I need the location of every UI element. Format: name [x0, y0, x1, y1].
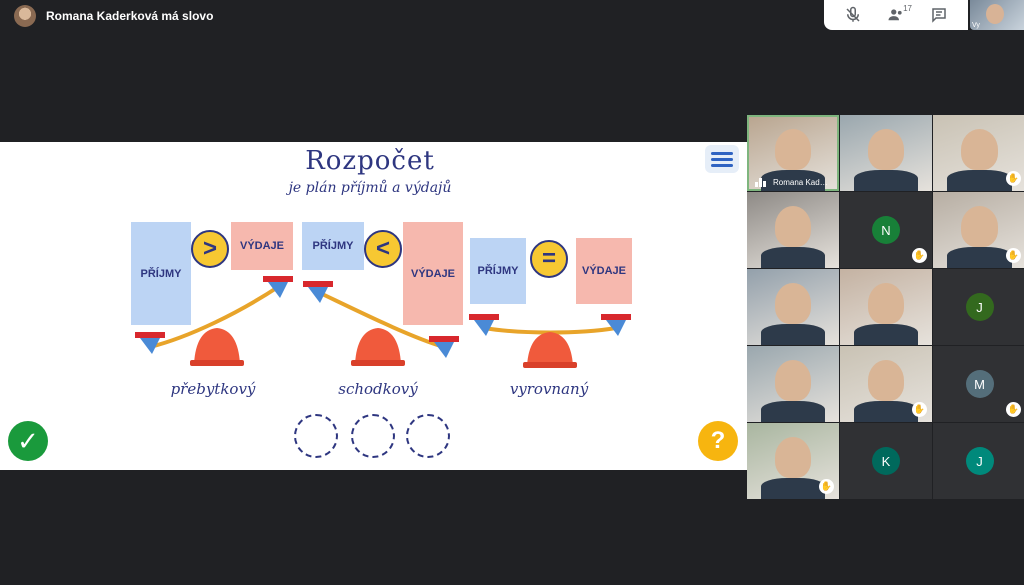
scale2-income-label: PŘÍJMY [312, 240, 354, 252]
self-view[interactable]: Vy [970, 0, 1024, 30]
participant-video [960, 128, 999, 171]
participant-tile[interactable] [747, 192, 839, 268]
participant-avatar: J [965, 293, 994, 321]
chat-icon [931, 8, 946, 23]
self-face [986, 4, 1004, 24]
participant-tile[interactable]: J [933, 423, 1024, 499]
participant-video [867, 282, 905, 325]
participant-video [774, 436, 812, 479]
scales-illustration [135, 276, 631, 368]
scale1-income-label: PŘÍJMY [140, 267, 182, 280]
answer-slot-3[interactable] [406, 414, 450, 458]
check-answer-button[interactable]: ✓ [8, 421, 48, 461]
participant-video [774, 282, 812, 325]
self-label: Vy [972, 22, 980, 29]
scale3-label: vyrovnaný [509, 380, 589, 398]
participant-body [946, 246, 1013, 268]
scale1-income-box[interactable]: PŘÍJMY [131, 222, 191, 325]
participant-name: Romana Kad… [773, 178, 828, 187]
scale2-beam [303, 281, 459, 366]
participant-avatar: N [872, 216, 900, 244]
scale1-beam [135, 276, 293, 366]
participant-body [853, 400, 919, 422]
active-speaker-bar: Romana Kaderková má slovo [14, 4, 213, 28]
participant-tile[interactable]: ✋ [933, 192, 1024, 268]
scale1-expense-box[interactable]: VÝDAJE [231, 222, 293, 270]
mic-off-button[interactable] [841, 3, 865, 27]
answer-slot-1[interactable] [294, 414, 338, 458]
people-icon [888, 9, 902, 21]
participant-body [946, 169, 1013, 191]
participant-tile[interactable] [747, 269, 839, 345]
participant-count: 17 [903, 4, 912, 13]
participant-tile[interactable] [840, 269, 932, 345]
chat-button[interactable] [927, 3, 951, 27]
scale2-operator[interactable]: < [364, 230, 402, 268]
participant-body [760, 477, 826, 499]
scale2-income-box[interactable]: PŘÍJMY [302, 222, 364, 270]
mic-off-icon [846, 6, 860, 22]
raised-hand-icon: ✋ [819, 479, 834, 494]
participant-body [760, 169, 826, 191]
help-button[interactable]: ? [698, 421, 738, 461]
scale3-expense-label: VÝDAJE [581, 265, 627, 277]
participant-avatar: J [965, 447, 994, 475]
scale1-expense-label: VÝDAJE [239, 240, 285, 252]
scale2-expense-box[interactable]: VÝDAJE [403, 222, 463, 325]
participant-body [853, 169, 919, 191]
top-controls: 17 [824, 0, 968, 30]
participant-tile[interactable]: ✋ [933, 115, 1024, 191]
participant-tile[interactable]: M✋ [933, 346, 1024, 422]
participant-body [760, 246, 826, 268]
presentation-stage: Rozpočet je plán příjmů a výdajů PŘÍJMY … [0, 142, 747, 470]
scale1-operator[interactable]: > [191, 230, 229, 268]
scale3-operator[interactable]: = [530, 240, 568, 278]
participants-button[interactable]: 17 [884, 3, 912, 27]
scale3-income-box[interactable]: PŘÍJMY [470, 238, 526, 304]
participant-video [867, 359, 905, 402]
participant-body [760, 323, 826, 345]
scale1-label: přebytkový [170, 380, 256, 398]
participant-tile[interactable]: ✋ [840, 346, 932, 422]
participant-tile[interactable]: ✋ [747, 423, 839, 499]
participant-video [960, 205, 999, 248]
scale2-expense-label: VÝDAJE [410, 267, 456, 280]
raised-hand-icon: ✋ [1006, 171, 1021, 186]
answer-slot-2[interactable] [351, 414, 395, 458]
participant-video [774, 128, 812, 171]
slide-title: Rozpočet [305, 146, 435, 176]
participant-tile[interactable] [747, 346, 839, 422]
slide-subtitle: je plán příjmů a výdajů [288, 180, 452, 196]
speaker-avatar [14, 5, 36, 27]
participant-body [760, 400, 826, 422]
raised-hand-icon: ✋ [1006, 402, 1021, 417]
speaking-indicator-icon [755, 177, 767, 187]
participant-video [867, 128, 905, 171]
active-speaker-label: Romana Kaderková má slovo [46, 9, 214, 23]
participant-tile[interactable]: J [933, 269, 1024, 345]
participant-tile[interactable] [840, 115, 932, 191]
scale3-beam [469, 314, 631, 368]
scale3-expense-box[interactable]: VÝDAJE [576, 238, 632, 304]
slide-menu-button[interactable] [705, 145, 739, 173]
scale2-label: schodkový [338, 380, 418, 398]
participant-avatar: K [872, 447, 900, 475]
raised-hand-icon: ✋ [912, 402, 927, 417]
participant-body [853, 323, 919, 345]
participant-video [774, 205, 812, 248]
checkmark-icon: ✓ [17, 425, 39, 456]
participant-tile[interactable]: Romana Kad… [747, 115, 839, 191]
participant-tile[interactable]: N✋ [840, 192, 932, 268]
raised-hand-icon: ✋ [1006, 248, 1021, 263]
participant-video [774, 359, 812, 402]
participant-tile[interactable]: K [840, 423, 932, 499]
participant-avatar: M [965, 370, 994, 398]
scale3-income-label: PŘÍJMY [477, 265, 519, 277]
raised-hand-icon: ✋ [912, 248, 927, 263]
